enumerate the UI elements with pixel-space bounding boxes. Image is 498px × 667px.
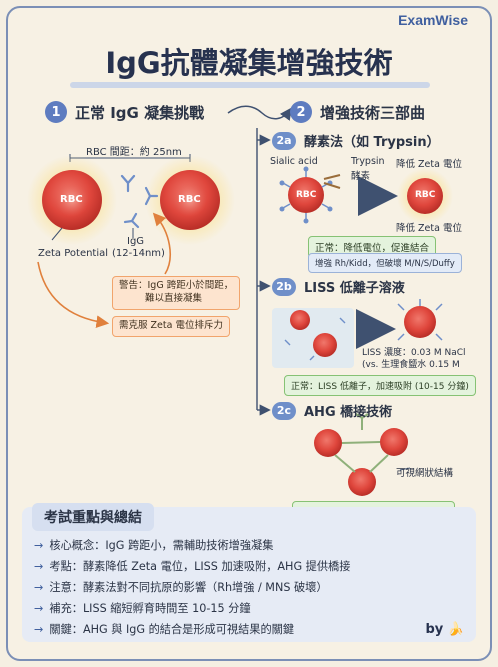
- sialic-acid-label: Sialic acid: [270, 156, 318, 167]
- section2-number: 2: [290, 101, 312, 123]
- liss-header: 2b LISS 低離子溶液: [272, 277, 405, 296]
- warning-arrow: [152, 212, 171, 275]
- enzyme-word-label: 酵素: [351, 171, 371, 182]
- enzyme-rbc-after-label: RBC: [415, 190, 436, 200]
- liss-title: LISS 低離子溶液: [304, 281, 405, 296]
- zeta-potential-label: Zeta Potential: [38, 248, 109, 259]
- arrow-icon: →: [34, 560, 44, 573]
- liss-concentration: LISS 濃度：0.03 M NaCl (vs. 生理食鹽水 0.15 M: [362, 348, 466, 370]
- summary-line: →考點：酵素降低 Zeta 電位，LISS 加速吸附，AHG 提供橋接: [34, 560, 351, 573]
- enzyme-tag: 2a: [272, 131, 296, 150]
- section1-number: 1: [45, 101, 67, 123]
- banana-icon: 🍌: [447, 622, 464, 637]
- ahg-rbc-1: [314, 429, 342, 457]
- ahg-rbc-3: [348, 468, 376, 496]
- arrow-icon: →: [34, 539, 44, 552]
- igg-icon: [120, 174, 159, 229]
- enzyme-header: 2a 酵素法（如 Trypsin）: [272, 131, 440, 150]
- section-link-arrow: [227, 105, 292, 121]
- liss-tag: 2b: [272, 277, 296, 296]
- trypsin-scissor: [323, 174, 341, 180]
- summary-line: →補充：LISS 縮短孵育時間至 10-15 分鐘: [34, 602, 251, 615]
- trypsin-label: Trypsin: [351, 156, 385, 167]
- liss-solution: [272, 308, 354, 368]
- section1-header: 1 正常 IgG 凝集挑戰: [45, 101, 204, 123]
- section2-title: 增強技術三部曲: [320, 103, 426, 122]
- lower-zeta-bottom: 降低 Zeta 電位: [396, 223, 462, 234]
- page-title: IgG抗體凝集增強技術: [105, 46, 393, 80]
- ahg-tag: 2c: [272, 401, 296, 420]
- title-underline: [70, 82, 430, 88]
- lattice-label: 可視網狀結構: [396, 468, 454, 479]
- igg-size-label: (12-14nm): [112, 248, 165, 259]
- lower-zeta-top: 降低 Zeta 電位: [396, 159, 462, 170]
- arrow-icon: →: [34, 623, 44, 636]
- liss-normal-box: 正常：LISS 低離子，加速吸附 (10-15 分鐘): [284, 375, 476, 396]
- byline: by 🍌: [425, 622, 465, 637]
- overcome-box: 需克服 Zeta 電位排斥力: [112, 316, 230, 337]
- summary-line: →注意：酵素法對不同抗原的影響（Rh增強 / MNS 破壞）: [34, 581, 328, 594]
- igg-label: IgG: [127, 236, 145, 247]
- overcome-arrow: [37, 261, 110, 329]
- summary-title: 考試重點與總結: [32, 503, 154, 531]
- ahg-title: AHG 橋接技術: [304, 405, 393, 420]
- warning-box: 警告：IgG 跨距小於間距， 難以直接凝集: [112, 276, 241, 310]
- enzyme-title: 酵素法（如 Trypsin）: [304, 135, 440, 150]
- section2-header: 2 增強技術三部曲: [290, 101, 425, 123]
- rbc-left-label: RBC: [60, 194, 83, 205]
- rbc-gap-label: RBC 間距：約 25nm: [86, 147, 182, 158]
- ahg-header: 2c AHG 橋接技術: [272, 401, 392, 420]
- ahg-rbc-2: [380, 428, 408, 456]
- summary-line: →關鍵：AHG 與 IgG 的結合是形成可視結果的關鍵: [34, 623, 295, 636]
- section1-title: 正常 IgG 凝集挑戰: [75, 103, 205, 122]
- rbc-right-label: RBC: [178, 194, 201, 205]
- arrow-icon: →: [34, 581, 44, 594]
- summary-line: →核心概念：IgG 跨距小，需輔助技術增強凝集: [34, 539, 274, 552]
- enzyme-rbc-before-label: RBC: [296, 190, 317, 200]
- enzyme-note-box: 增強 Rh/Kidd，但破壞 M/N/S/Duffy: [308, 253, 462, 273]
- arrow-icon: →: [34, 602, 44, 615]
- brand-logo: ExamWise: [398, 12, 468, 28]
- enzyme-rbc-after: [407, 178, 443, 214]
- liss-rbc-after: [404, 306, 436, 338]
- enzyme-rbc-before: [288, 177, 324, 213]
